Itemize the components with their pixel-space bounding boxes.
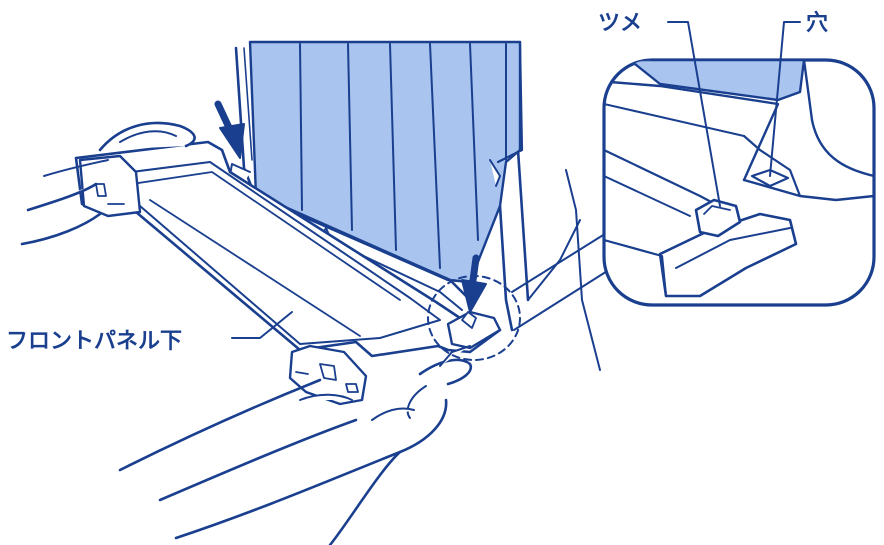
front-panel-lower-label: フロントパネル下 <box>6 329 182 354</box>
claw-label: ツメ <box>598 11 642 36</box>
detail-inset <box>602 58 876 307</box>
left-hand <box>20 121 196 246</box>
hole-label: 穴 <box>806 10 828 36</box>
hole-leader-line <box>769 21 801 177</box>
inset-leader-bottom <box>513 267 613 331</box>
right-hand <box>118 345 473 545</box>
front-panel-lower <box>74 140 502 406</box>
arrow-left <box>214 100 245 159</box>
arrow-right <box>461 254 487 313</box>
claw-leader-line <box>667 21 721 207</box>
detail-highlight-circle <box>427 275 521 361</box>
front-panel-lower-leader-line <box>231 311 293 339</box>
inset-leader-top <box>511 231 609 293</box>
